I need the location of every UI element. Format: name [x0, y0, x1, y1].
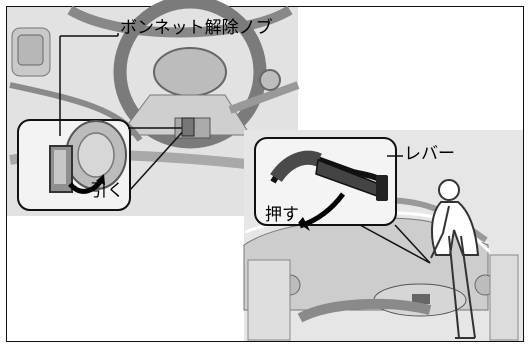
person — [430, 179, 480, 339]
lever-label: レバー — [404, 144, 455, 164]
pull-label: 引く — [90, 181, 124, 201]
lever-inset — [254, 137, 431, 264]
push-label: 押す — [265, 205, 299, 225]
knob-inset — [17, 33, 195, 211]
hood-release-knob-label: ボンネット解除ノブ — [120, 18, 273, 38]
